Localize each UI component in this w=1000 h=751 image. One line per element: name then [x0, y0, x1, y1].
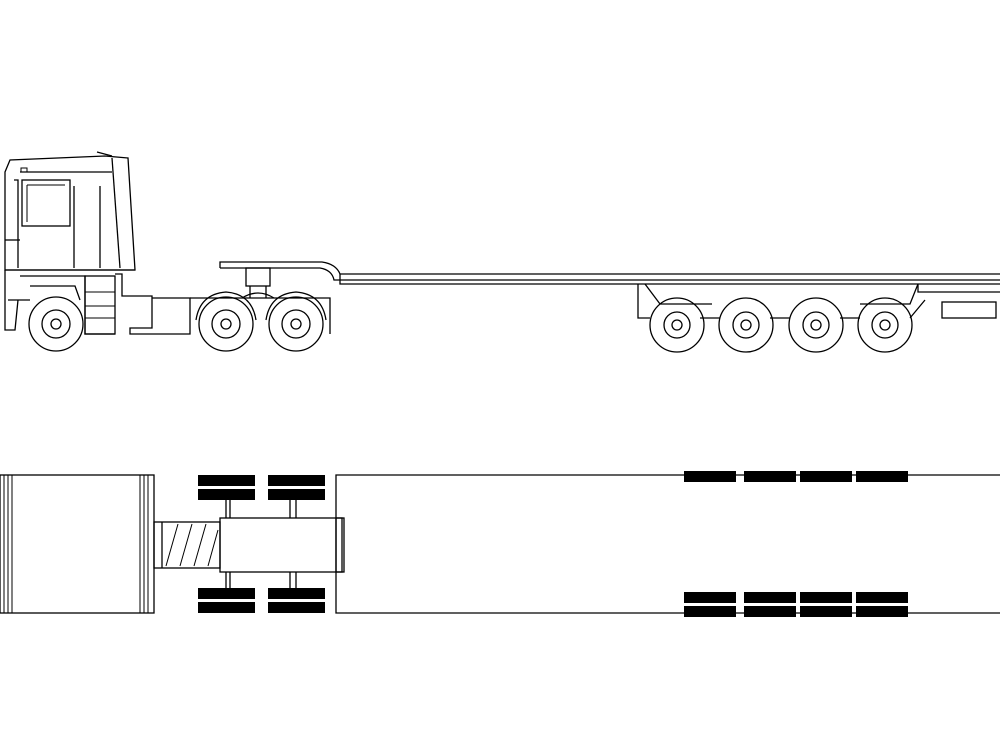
trailer-deck-top — [335, 474, 1000, 614]
trailer-wheel-1 — [649, 297, 705, 353]
trailer-wheels-top — [684, 471, 908, 617]
fifth-wheel-plate — [219, 517, 345, 573]
coupling-hatch — [153, 521, 221, 569]
trailer-wheel-3 — [788, 297, 844, 353]
top-view — [0, 471, 1000, 617]
tractor-wheel-rear-1 — [195, 291, 257, 352]
tractor-wheels-top — [198, 475, 325, 613]
tractor-wheel-rear-2 — [265, 291, 327, 352]
tractor-axles-top — [225, 500, 297, 588]
cab-top — [0, 474, 155, 614]
tractor-cab — [4, 151, 136, 271]
trailer-wheel-2 — [718, 297, 774, 353]
tractor-wheel-front — [28, 296, 84, 352]
gooseneck — [219, 261, 1000, 299]
tractor-chassis — [4, 270, 331, 335]
side-view — [4, 151, 1000, 353]
trailer-wheel-4 — [857, 297, 913, 353]
